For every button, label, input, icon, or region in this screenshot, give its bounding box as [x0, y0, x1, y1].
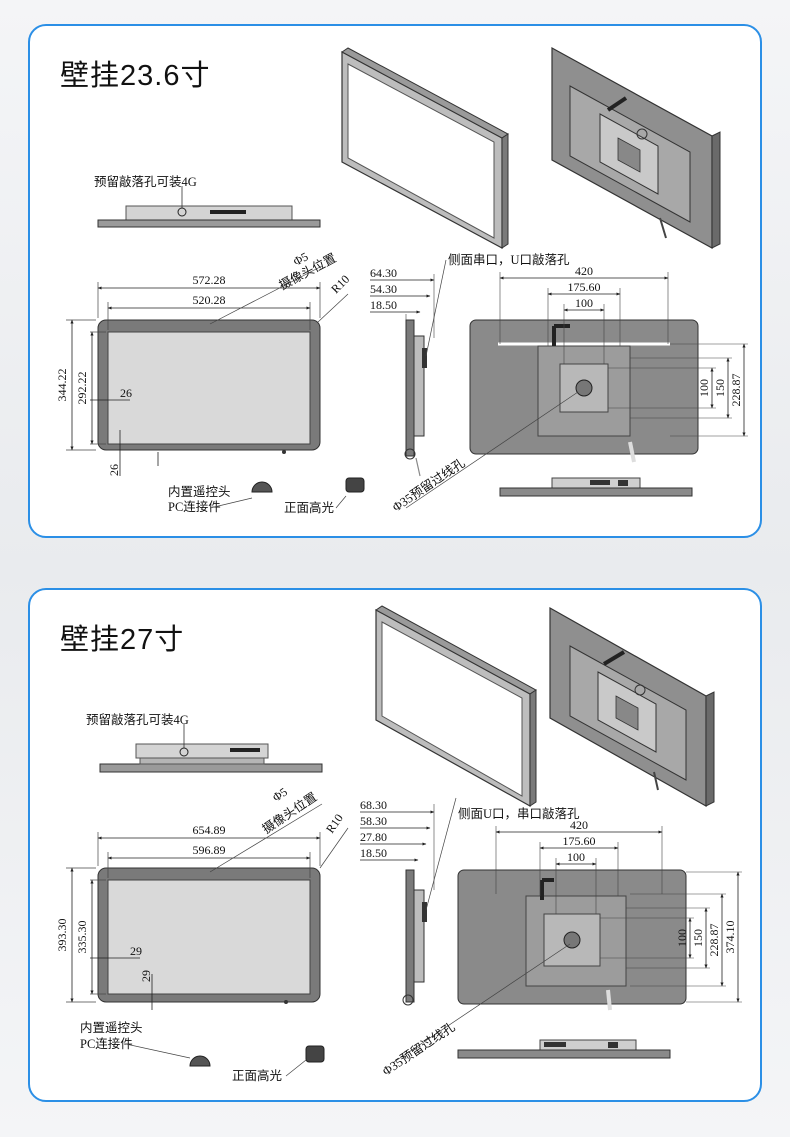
- iso-back-view: [549, 606, 715, 808]
- back-view: 420 175.60 100 100 150 228.87 374.10: [380, 818, 742, 1078]
- vesa-h-2: 228.87: [707, 924, 721, 957]
- top-view-label: 预留敲落孔可装4G: [86, 712, 189, 727]
- highlight-label: 正面高光: [284, 500, 334, 515]
- side-label: 侧面串口，U口敲落孔: [448, 252, 570, 267]
- side-dim-3: 18.50: [360, 846, 387, 860]
- side-view: 64.30 54.30 18.50 侧面串口，U口敲落孔: [370, 252, 570, 477]
- back-view: 420 175.60 100 100 150 228.87 Φ35预留过线孔: [390, 264, 748, 514]
- dim-inner-height: 335.30: [75, 921, 89, 954]
- dim-border-y: 26: [107, 464, 121, 476]
- vesa-small: 100: [575, 296, 593, 310]
- side-dim-1: 58.30: [360, 814, 387, 828]
- top-view-label: 预留敲落孔可装4G: [94, 174, 197, 189]
- vesa-h-3: 374.10: [723, 921, 737, 954]
- vesa-h-2: 228.87: [729, 374, 743, 407]
- remote-label: 内置遥控头: [168, 485, 231, 499]
- vesa-mid: 175.60: [563, 834, 596, 848]
- dim-border-x: 29: [130, 944, 142, 958]
- hole-label: Φ35预留过线孔: [380, 1020, 458, 1079]
- iso-front-view: [341, 47, 509, 250]
- vesa-width: 420: [575, 264, 593, 278]
- hole-label: Φ35预留过线孔: [390, 456, 468, 515]
- vesa-h-1: 150: [713, 379, 727, 397]
- pc-label: PC连接件: [80, 1036, 133, 1051]
- iso-back-view: [551, 46, 721, 250]
- vesa-width: 420: [570, 818, 588, 832]
- radius-label: R10: [328, 272, 352, 296]
- side-view: 68.30 58.30 27.80 18.50 侧面U口，串口敲落孔: [360, 797, 580, 1006]
- dim-outer-height: 393.30: [55, 919, 69, 952]
- side-dim-0: 64.30: [370, 266, 397, 280]
- top-view: 预留敲落孔可装4G: [86, 712, 323, 773]
- side-dim-0: 68.30: [360, 798, 387, 812]
- drawing-23-6: 预留敲落孔可装4G 572.28 520.28 344.22 292.22: [55, 46, 748, 515]
- dim-inner-width: 596.89: [193, 843, 226, 857]
- dim-outer-height: 344.22: [55, 369, 69, 402]
- drawing-27: 预留敲落孔可装4G 654.89 596.89 393.30 335.30 29: [55, 605, 742, 1083]
- highlight-label: 正面高光: [232, 1068, 282, 1083]
- dim-inner-height: 292.22: [75, 372, 89, 405]
- camera-label-1: Φ5: [291, 249, 311, 268]
- panel-title: 壁挂27寸: [60, 624, 185, 656]
- dim-outer-width: 654.89: [193, 823, 226, 837]
- bottom-callouts: 内置遥控头 PC连接件 正面高光: [80, 1021, 325, 1083]
- vesa-small: 100: [567, 850, 585, 864]
- camera-label-1: Φ5: [270, 785, 290, 805]
- side-dim-1: 54.30: [370, 282, 397, 296]
- dim-border-x: 26: [120, 386, 132, 400]
- side-dim-2: 18.50: [370, 298, 397, 312]
- remote-label: 内置遥控头: [80, 1021, 143, 1035]
- vesa-mid: 175.60: [568, 280, 601, 294]
- vesa-h-0: 100: [697, 379, 711, 397]
- model-panel-23-6: 壁挂23.6寸: [28, 24, 762, 538]
- dim-inner-width: 520.28: [193, 293, 226, 307]
- vesa-h-1: 150: [691, 929, 705, 947]
- vesa-h-0: 100: [675, 929, 689, 947]
- model-panel-27: 壁挂27寸: [28, 588, 762, 1102]
- bottom-callouts: 内置遥控头 PC连接件 正面高光: [168, 477, 365, 515]
- side-dim-2: 27.80: [360, 830, 387, 844]
- front-view: 572.28 520.28 344.22 292.22 26 26 Φ5 摄像头…: [55, 249, 352, 476]
- top-view: 预留敲落孔可装4G: [94, 174, 321, 228]
- side-label: 侧面U口，串口敲落孔: [458, 806, 580, 821]
- radius-label: R10: [323, 811, 346, 835]
- front-view: 654.89 596.89 393.30 335.30 29 29 Φ5 摄像头…: [55, 785, 349, 1010]
- dim-outer-width: 572.28: [193, 273, 226, 287]
- panel-title: 壁挂23.6寸: [60, 60, 211, 92]
- pc-label: PC连接件: [168, 499, 221, 514]
- dim-border-y: 29: [139, 970, 153, 982]
- iso-front-view: [375, 605, 537, 808]
